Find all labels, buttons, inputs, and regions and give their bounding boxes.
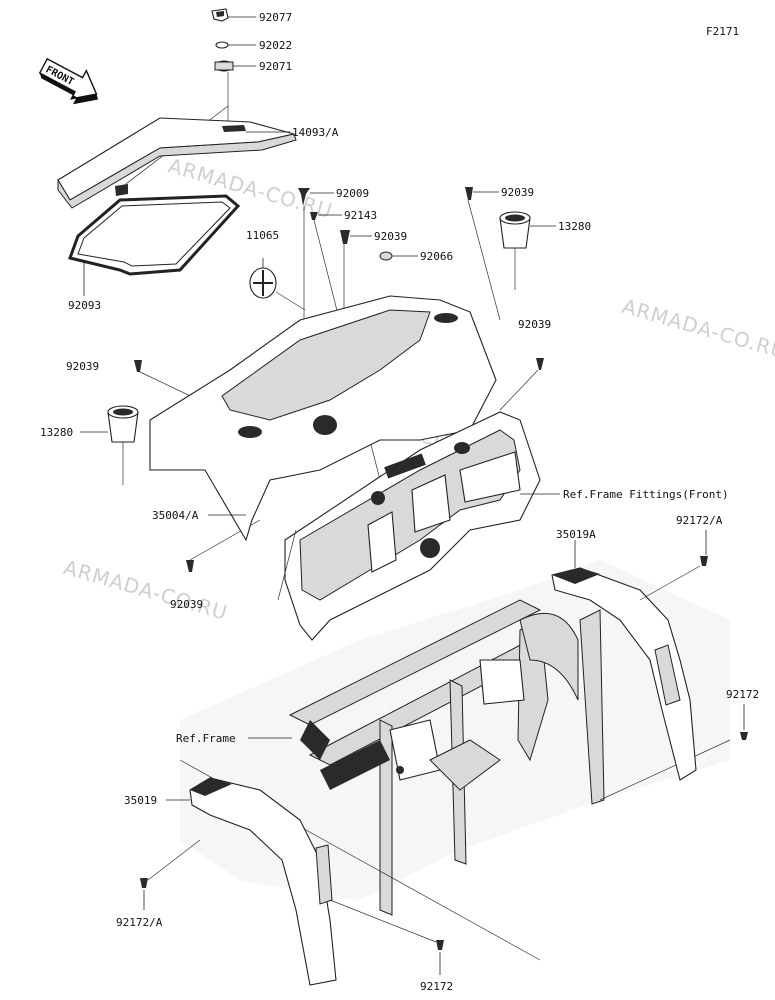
label-35019: 35019 (124, 794, 157, 807)
label-92039-bottom-left: 92039 (170, 598, 203, 611)
fender-right (551, 567, 697, 781)
gasket-92093 (68, 194, 241, 276)
label-92039-left: 92039 (66, 360, 99, 373)
label-14093a: 14093/A (292, 126, 339, 139)
cupholder-right (499, 211, 531, 249)
rivet-92039-right (536, 358, 544, 370)
glovebox-lid (57, 117, 297, 209)
watermark-1: ARMADA-CO.RU (166, 153, 336, 223)
label-92172-bottom: 92172 (420, 980, 453, 993)
screw-92172a-left (140, 878, 148, 888)
label-35004a: 35004/A (152, 509, 199, 522)
label-92066: 92066 (420, 250, 453, 263)
emblem-11065 (249, 267, 277, 299)
dash-panel (284, 411, 541, 641)
watermark-2: ARMADA-CO.RU (619, 294, 775, 364)
label-92093: 92093 (68, 299, 101, 312)
label-13280-left: 13280 (40, 426, 73, 439)
label-92039-top-right: 92039 (501, 186, 534, 199)
clip-92143 (310, 212, 318, 220)
frame-structure (179, 560, 731, 961)
label-92172a-left: 92172/A (116, 916, 163, 929)
label-35019a: 35019A (556, 528, 596, 541)
rivet-92039-left (134, 360, 142, 372)
nut-92071 (214, 60, 234, 72)
rivet-92039-bottom-left (186, 560, 194, 572)
label-92039-top-center: 92039 (374, 230, 407, 243)
washer-92022 (215, 41, 229, 49)
watermark-4: ARMADA-CO.RU (61, 555, 231, 625)
label-92039-right: 92039 (518, 318, 551, 331)
label-ref-frame: Ref.Frame (176, 732, 236, 745)
rivet-92039-top-right (465, 187, 473, 200)
label-92077: 92077 (259, 11, 292, 24)
label-92172-right: 92172 (726, 688, 759, 701)
screw-92009 (298, 188, 310, 206)
rivet-92039-top (340, 230, 350, 244)
screw-92172-bottom (436, 940, 444, 950)
label-92071: 92071 (259, 60, 292, 73)
clip-92077 (211, 8, 229, 22)
label-92009: 92009 (336, 187, 369, 200)
callout-labels: 92077 92022 92071 14093/A 92093 92009 92… (40, 11, 759, 993)
label-92022: 92022 (259, 39, 292, 52)
label-11065: 11065 (246, 229, 279, 242)
screw-92172-right (740, 732, 748, 740)
plug-92066 (379, 251, 393, 261)
label-ref-frame-fittings-front: Ref.Frame Fittings(Front) (563, 488, 729, 501)
cupholder-left (107, 405, 139, 443)
dash-upper-cover (149, 295, 497, 542)
label-92143: 92143 (344, 209, 377, 222)
label-13280-right: 13280 (558, 220, 591, 233)
front-arrow-icon: FRONT (38, 57, 99, 105)
fender-left (189, 777, 337, 986)
screw-92172a-right (700, 556, 708, 566)
label-92172a-right: 92172/A (676, 514, 723, 527)
figure-code: F2171 (706, 25, 739, 38)
